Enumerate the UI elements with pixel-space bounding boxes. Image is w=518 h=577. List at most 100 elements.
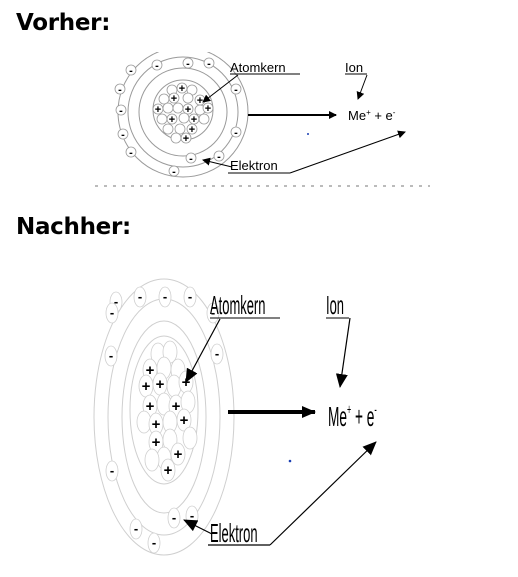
- neutron: [156, 113, 168, 125]
- proton: +: [202, 102, 214, 115]
- electron-symbol: -: [155, 60, 159, 72]
- proton-symbol: +: [191, 114, 197, 126]
- neutron: [182, 426, 198, 450]
- atom-before: ++++++++++ -------------: [114, 52, 249, 178]
- atom-after: +++++++++++ -------------: [93, 278, 235, 556]
- electron: -: [151, 59, 163, 72]
- electron: -: [203, 57, 215, 70]
- stray-mark: [288, 459, 292, 463]
- electron: -: [115, 104, 127, 117]
- electron: -: [114, 83, 126, 96]
- electron-symbol: -: [110, 305, 114, 320]
- neutron: [166, 374, 182, 398]
- proton-symbol: +: [152, 416, 161, 433]
- nucleus-label: Atomkern: [230, 60, 286, 75]
- ion-formula: Me+ + e-: [328, 401, 377, 433]
- electron-shell-inner: [121, 320, 207, 514]
- after-title: Nachher:: [16, 214, 131, 240]
- electron-symbol: -: [217, 151, 221, 163]
- electron-symbol: -: [138, 289, 142, 304]
- electron-label: Elektron: [210, 519, 258, 548]
- electron-to-ion-arrow: [289, 130, 406, 174]
- nucleus-pointer: [185, 318, 221, 383]
- neutron: [172, 102, 184, 114]
- electron: -: [230, 126, 242, 139]
- svg-text:Me+ + e-: Me+ + e-: [328, 401, 377, 433]
- electron: -: [158, 286, 172, 308]
- electron-symbol: -: [172, 166, 176, 178]
- ion-pointer: [356, 74, 368, 100]
- neutron: [144, 448, 160, 472]
- electron: -: [147, 532, 161, 554]
- electron: -: [105, 302, 119, 324]
- electron: -: [129, 518, 143, 540]
- electron: -: [185, 152, 197, 165]
- proton: +: [182, 103, 194, 116]
- proton-symbol: +: [205, 103, 211, 115]
- electron-symbol: -: [129, 65, 133, 77]
- electron: -: [185, 505, 199, 527]
- proton-symbol: +: [197, 95, 203, 107]
- electron-shell-middle: [127, 56, 239, 168]
- electron-symbol: -: [189, 153, 193, 165]
- electron: -: [133, 286, 147, 308]
- electron-pointer: [183, 519, 213, 535]
- nucleus-label: Atomkern: [210, 291, 265, 320]
- electron-symbol: -: [190, 508, 194, 523]
- electron-symbol: -: [119, 105, 123, 117]
- proton-symbol: +: [146, 362, 155, 379]
- proton: +: [166, 113, 178, 126]
- electron: -: [210, 343, 224, 365]
- electron-symbol: -: [188, 289, 192, 304]
- electron-symbol: -: [114, 294, 118, 309]
- proton-symbol: +: [180, 412, 189, 429]
- proton: +: [176, 408, 192, 432]
- neutron: [182, 92, 194, 104]
- nucleus-pointer: [202, 74, 239, 103]
- electron-symbol: -: [110, 463, 114, 478]
- electron: -: [104, 345, 118, 367]
- ion-label: Ion: [326, 291, 344, 320]
- proton: +: [168, 92, 180, 105]
- before-diagram: ++++++++++ ------------- Atomkern Ion Me…: [95, 52, 430, 187]
- electron-label: Elektron: [230, 158, 278, 173]
- proton-symbol: +: [185, 104, 191, 116]
- electron: -: [167, 507, 181, 529]
- neutron: [178, 112, 190, 124]
- ion-pointer: [335, 317, 351, 388]
- proton-symbol: +: [164, 462, 173, 479]
- proton-symbol: +: [169, 114, 175, 126]
- electron: -: [213, 150, 225, 163]
- neutron: [162, 123, 174, 135]
- proton: +: [186, 123, 198, 136]
- proton-symbol: +: [152, 434, 161, 451]
- proton-symbol: +: [179, 83, 185, 95]
- proton-symbol: +: [171, 93, 177, 105]
- proton-symbol: +: [156, 376, 165, 393]
- neutron: [162, 102, 174, 114]
- electron-to-ion-arrow: [269, 441, 377, 546]
- electron-symbol: -: [163, 289, 167, 304]
- electron-symbol: -: [152, 535, 156, 550]
- neutron: [198, 113, 210, 125]
- before-title: Vorher:: [16, 10, 111, 36]
- ion-formula: Me+ + e-: [348, 108, 396, 123]
- proton-symbol: +: [155, 104, 161, 116]
- electron-symbol: -: [109, 348, 113, 363]
- electron-symbol: -: [211, 305, 215, 320]
- electron-symbol: -: [121, 129, 125, 141]
- electron: -: [168, 165, 180, 178]
- proton-symbol: +: [172, 398, 181, 415]
- electron: -: [117, 128, 129, 141]
- electron-symbol: -: [129, 147, 133, 159]
- electron: -: [230, 83, 242, 96]
- neutron: [174, 123, 186, 135]
- electron-shell-outer: [93, 278, 235, 556]
- electron-pointer: [202, 157, 233, 168]
- electron: -: [182, 57, 194, 70]
- electron-symbol: -: [207, 58, 211, 70]
- electron-symbol: -: [215, 346, 219, 361]
- electron: -: [183, 286, 197, 308]
- proton-symbol: +: [189, 124, 195, 136]
- electron-symbol: -: [234, 127, 238, 139]
